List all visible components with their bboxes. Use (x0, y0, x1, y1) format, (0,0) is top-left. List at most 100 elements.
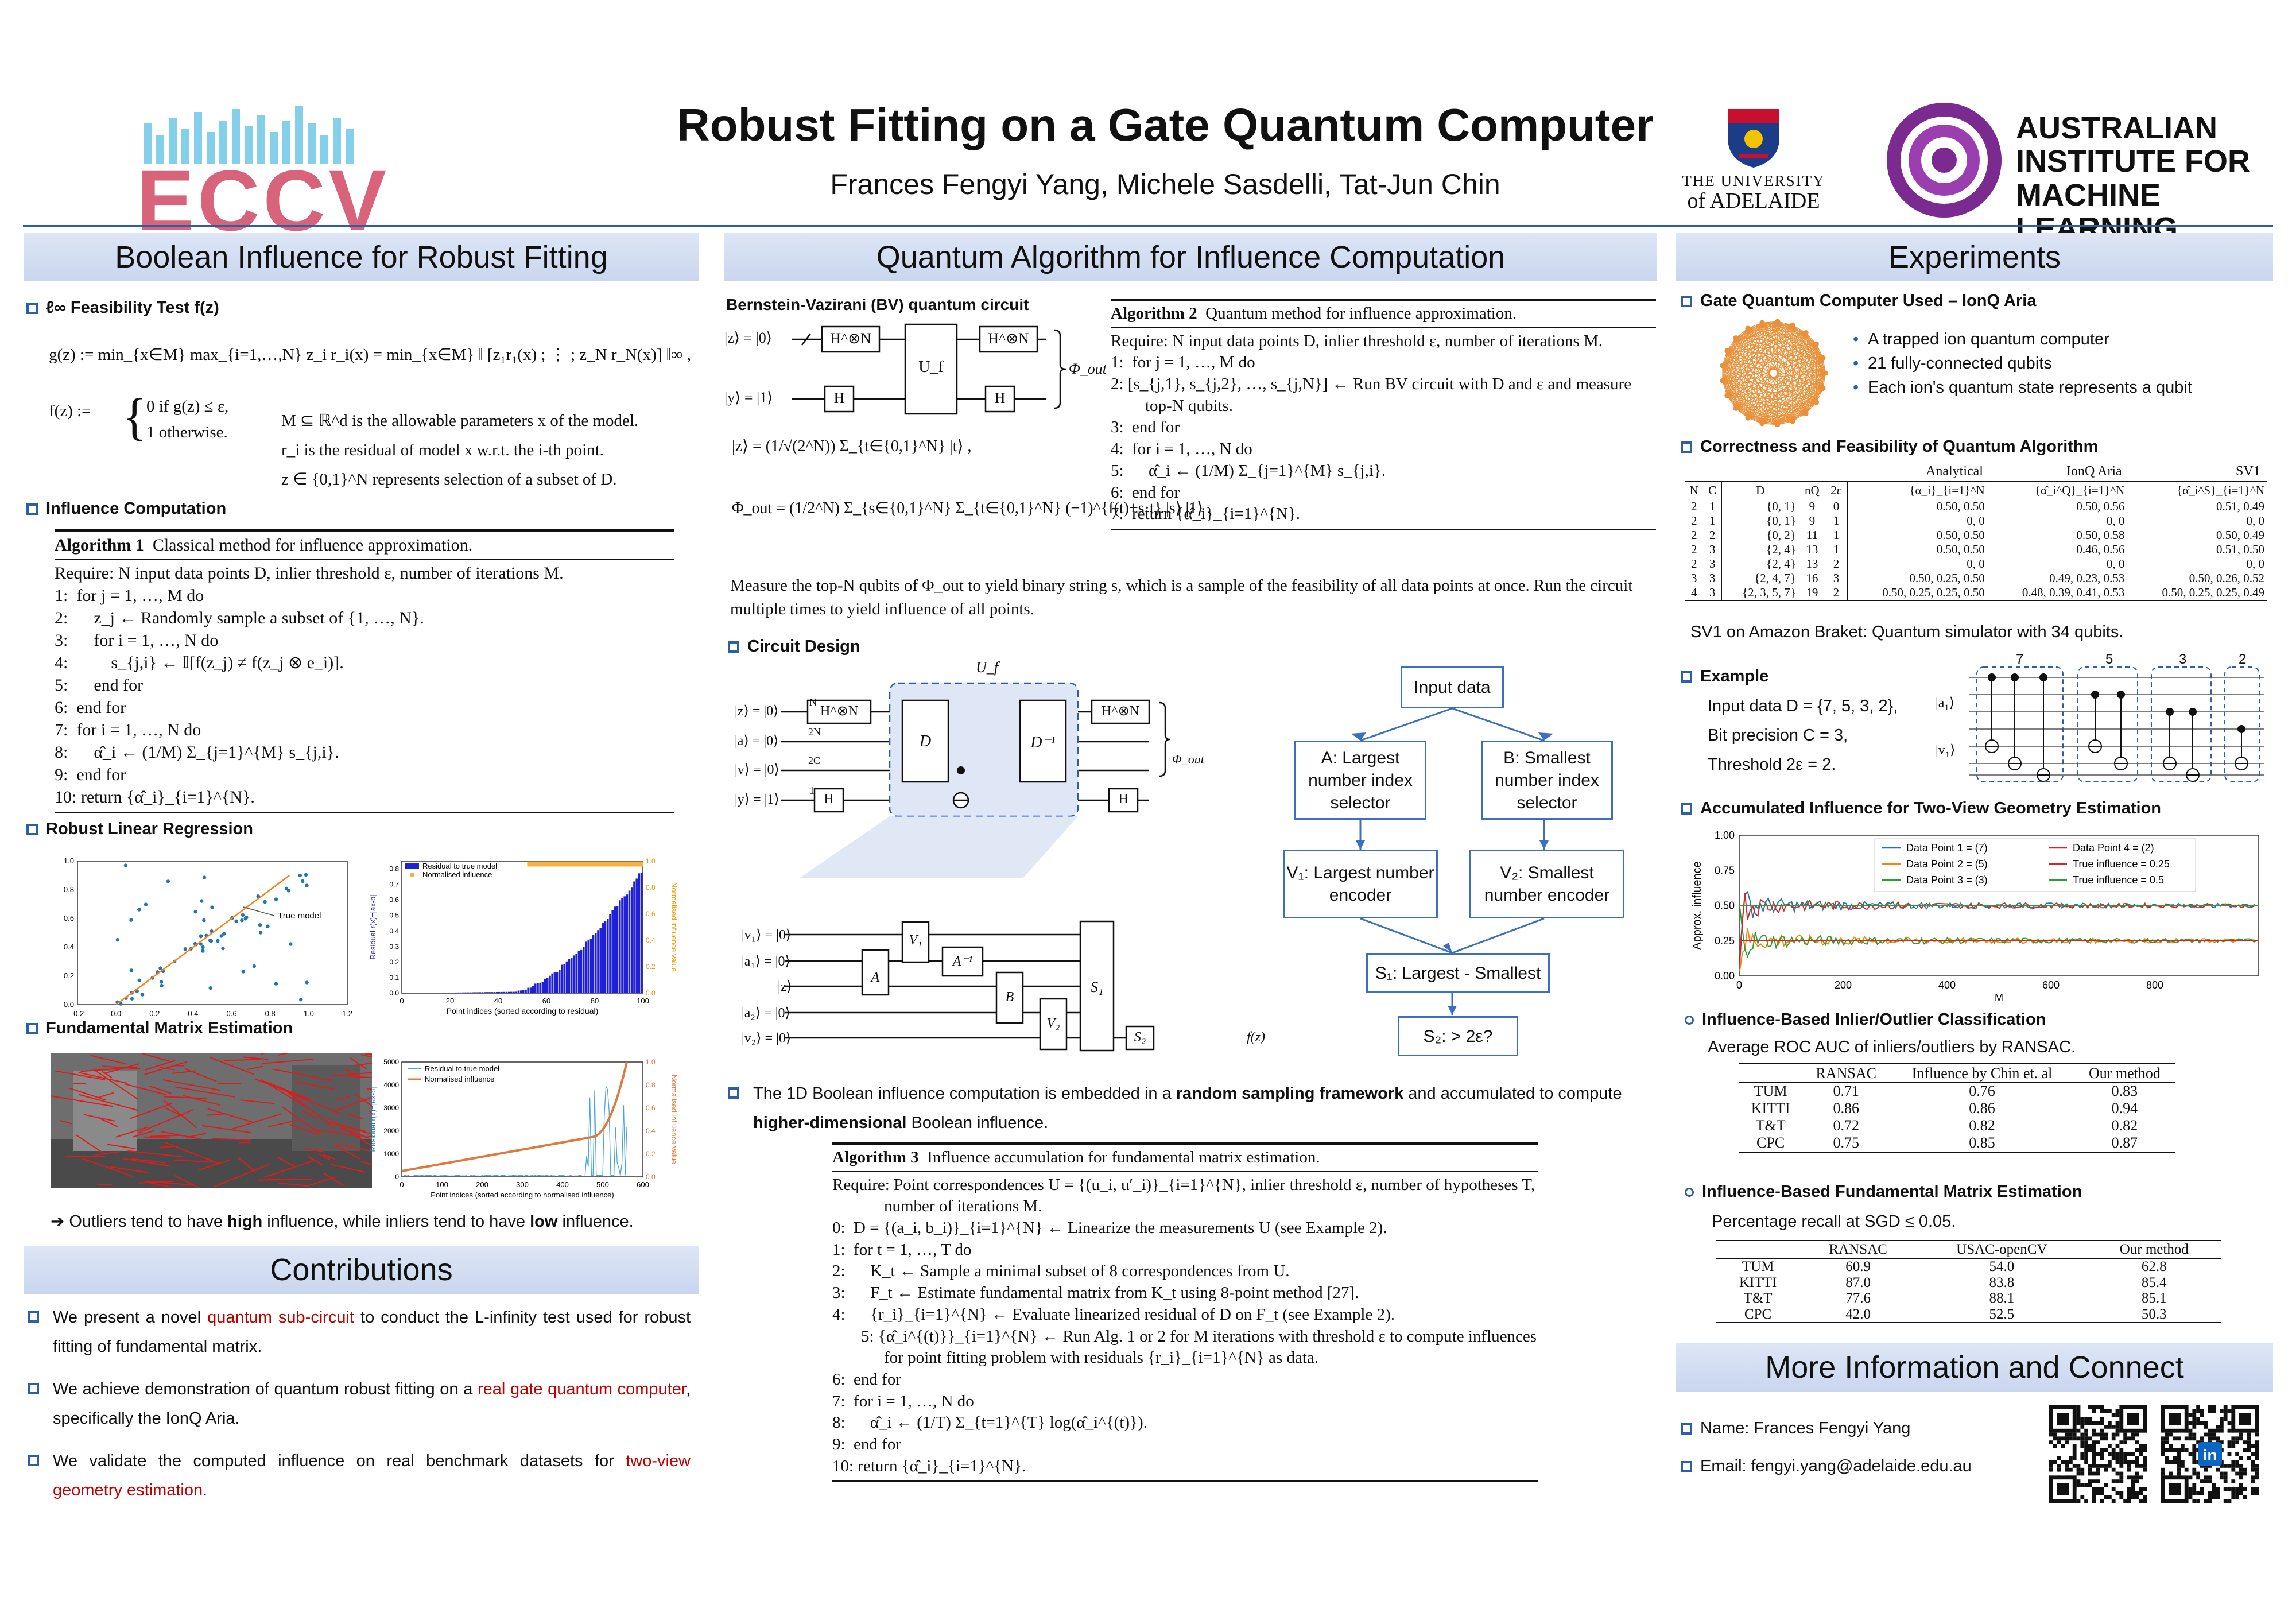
scatter-point (252, 964, 257, 968)
qr-module (2231, 1479, 2236, 1483)
qr-module (2192, 1421, 2197, 1425)
residual-bar (614, 906, 616, 993)
ct-cell: 0.50, 0.50 (1936, 499, 1985, 513)
fm-ytick: 0 (395, 1173, 399, 1181)
bar-ytick: 0.2 (389, 958, 399, 966)
qr-module (2184, 1467, 2189, 1472)
qr-module (2111, 1456, 2116, 1460)
correspondence-line (107, 1144, 136, 1150)
sub-wire-a2: |a₂⟩ = |0⟩ (742, 1006, 790, 1021)
qr-module (2127, 1467, 2131, 1472)
qr-module (2131, 1475, 2135, 1480)
qr-module (2220, 1464, 2224, 1468)
ct-cell: 1 (1703, 514, 1722, 528)
qr-finder-core (2127, 1413, 2139, 1425)
qr-module (2235, 1491, 2239, 1495)
qr-module (2076, 1409, 2081, 1413)
residual-bar (571, 958, 573, 993)
residual-bar (628, 890, 631, 993)
correspondence-line (160, 1145, 174, 1148)
correspondence-line (162, 1079, 221, 1091)
qr-module (2143, 1464, 2147, 1468)
ct-header-cell: nQ (1805, 483, 1820, 497)
correspondence-line (332, 1096, 372, 1112)
qr-module (2165, 1448, 2169, 1452)
qr-module (2100, 1452, 2104, 1456)
ct-cell: 0.48, 0.39, 0.41, 0.53 (2022, 586, 2125, 599)
qr-module (2096, 1432, 2100, 1437)
poster-authors: Frances Fengyi Yang, Michele Sasdelli, T… (830, 168, 1500, 200)
ct-header-cell: D (1756, 483, 1765, 497)
ct-cell: 13 (1806, 557, 1818, 571)
residual-bar (561, 964, 563, 993)
residual-bar (551, 973, 553, 993)
qr-module (2108, 1495, 2112, 1499)
flow-smallest-encoder: V₂: Smallest number encoder (1469, 850, 1624, 918)
qr-module (2247, 1456, 2251, 1460)
fm-cell: 50.3 (2141, 1306, 2167, 1322)
qr-module (2104, 1464, 2108, 1468)
qr-module (2111, 1499, 2116, 1503)
qr-module (2061, 1436, 2065, 1441)
qr-module (2181, 1448, 2185, 1452)
qr-module (2092, 1448, 2096, 1452)
example-title: Example (1681, 667, 1768, 686)
scatter-point (201, 949, 205, 953)
roc-cell: 0.72 (1833, 1117, 1859, 1134)
qr-module (2216, 1428, 2220, 1433)
qr-module (2251, 1460, 2255, 1464)
residual-bar (498, 991, 501, 993)
ion-link (1735, 328, 1748, 409)
fm-cell: TUM (1742, 1259, 1774, 1275)
circuit-design-title: Circuit Design (728, 637, 860, 656)
ct-cell: 0, 0 (2246, 514, 2265, 528)
correspondence-line (198, 1159, 231, 1171)
acc-xlabel: M (1995, 992, 2003, 1003)
residual-bar (587, 940, 589, 993)
qr-code-linkedin[interactable]: in (2161, 1405, 2259, 1503)
fm-xtick: 100 (436, 1180, 448, 1189)
qr-module (2204, 1499, 2208, 1503)
ion-qubit (1759, 421, 1765, 427)
qr-code-paper[interactable] (2049, 1405, 2147, 1503)
qr-module (2216, 1467, 2220, 1472)
qr-module (2088, 1464, 2092, 1468)
correspondence-line (102, 1071, 113, 1079)
qr-module (2088, 1444, 2092, 1448)
correspondence-line (319, 1153, 332, 1161)
ion-qubit (1820, 355, 1826, 361)
ct-cell: 0.51, 0.50 (2216, 542, 2264, 556)
roc-cell: 0.87 (2111, 1134, 2138, 1152)
acc-legend-entry: True influence = 0.5 (2073, 874, 2164, 886)
qr-module (2255, 1471, 2259, 1476)
qr-module (2143, 1499, 2147, 1503)
acc-legend-box (1874, 838, 2196, 892)
qr-module (2069, 1467, 2073, 1472)
qr-module (2192, 1444, 2197, 1448)
correspondence-line (303, 1176, 337, 1188)
qr-module (2192, 1432, 2197, 1437)
cd-wire-a: |a⟩ = |0⟩ (735, 734, 779, 749)
acc-ytick: 1.00 (1715, 830, 1735, 841)
correspondence-line (138, 1180, 174, 1184)
residual-bar (585, 941, 587, 993)
qr-module (2143, 1456, 2147, 1460)
measure-text: Measure the top-N qubits of Φ_out to yie… (730, 576, 1633, 618)
bullet-square-icon (1681, 295, 1692, 307)
qr-module (2108, 1421, 2112, 1425)
linkedin-icon (2198, 1442, 2222, 1466)
correspondence-line (240, 1099, 275, 1104)
contribution-3: We validate the computed influence on re… (28, 1447, 691, 1505)
qr-module (2212, 1405, 2216, 1409)
qr-module (2088, 1467, 2092, 1472)
ct-cell: 0, 0 (1967, 557, 1985, 571)
ct-cell: 0.51, 0.49 (2216, 499, 2264, 513)
ct-cell: 2 (1703, 528, 1722, 542)
scatter-point (200, 899, 204, 903)
ion-qubit (1733, 335, 1739, 341)
qr-module (2235, 1464, 2239, 1468)
bar-xtick: 60 (542, 997, 550, 1005)
qr-module (2161, 1444, 2165, 1448)
sub-gate-v1: V₁ (909, 933, 922, 948)
